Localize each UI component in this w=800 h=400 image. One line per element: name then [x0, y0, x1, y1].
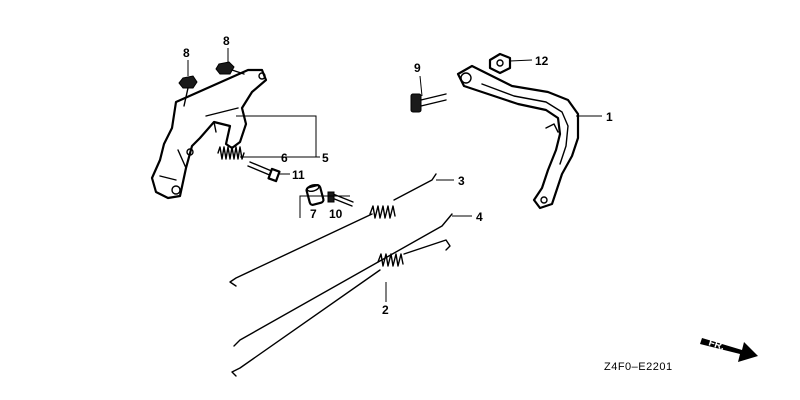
callout-6: 6 — [281, 151, 288, 165]
leader-lines — [187, 48, 602, 302]
nut-12 — [488, 52, 512, 75]
bolt-8b — [215, 61, 245, 75]
control-lever-1 — [456, 64, 580, 210]
direction-label: FR. — [707, 337, 726, 353]
front-direction-arrow: FR. — [700, 337, 758, 362]
bolt-11 — [247, 161, 281, 183]
callout-2: 2 — [382, 303, 389, 317]
callout-5: 5 — [322, 151, 329, 165]
callout-1: 1 — [606, 110, 613, 124]
screw-10 — [327, 191, 354, 207]
rod-3 — [229, 173, 437, 287]
callout-7: 7 — [310, 207, 317, 221]
rod-4 — [233, 213, 453, 347]
callout-11: 11 — [292, 168, 305, 182]
callout-9: 9 — [414, 61, 421, 75]
collar-7 — [305, 184, 325, 206]
callout-labels: 8 8 9 12 1 6 5 11 3 7 10 4 2 — [183, 34, 613, 317]
rod-2 — [231, 239, 451, 377]
bolt-9 — [410, 93, 447, 113]
bracket-assembly — [150, 68, 268, 200]
bolt-8a — [178, 75, 198, 107]
callout-4: 4 — [476, 210, 483, 224]
diagram-code: Z4F0–E2201 — [604, 361, 673, 373]
spring-6 — [217, 146, 245, 160]
callout-3: 3 — [458, 174, 465, 188]
callout-8b: 8 — [223, 34, 230, 48]
arrow-icon — [700, 338, 758, 362]
callout-8a: 8 — [183, 46, 190, 60]
callout-10: 10 — [329, 207, 343, 221]
callout-12: 12 — [535, 54, 549, 68]
